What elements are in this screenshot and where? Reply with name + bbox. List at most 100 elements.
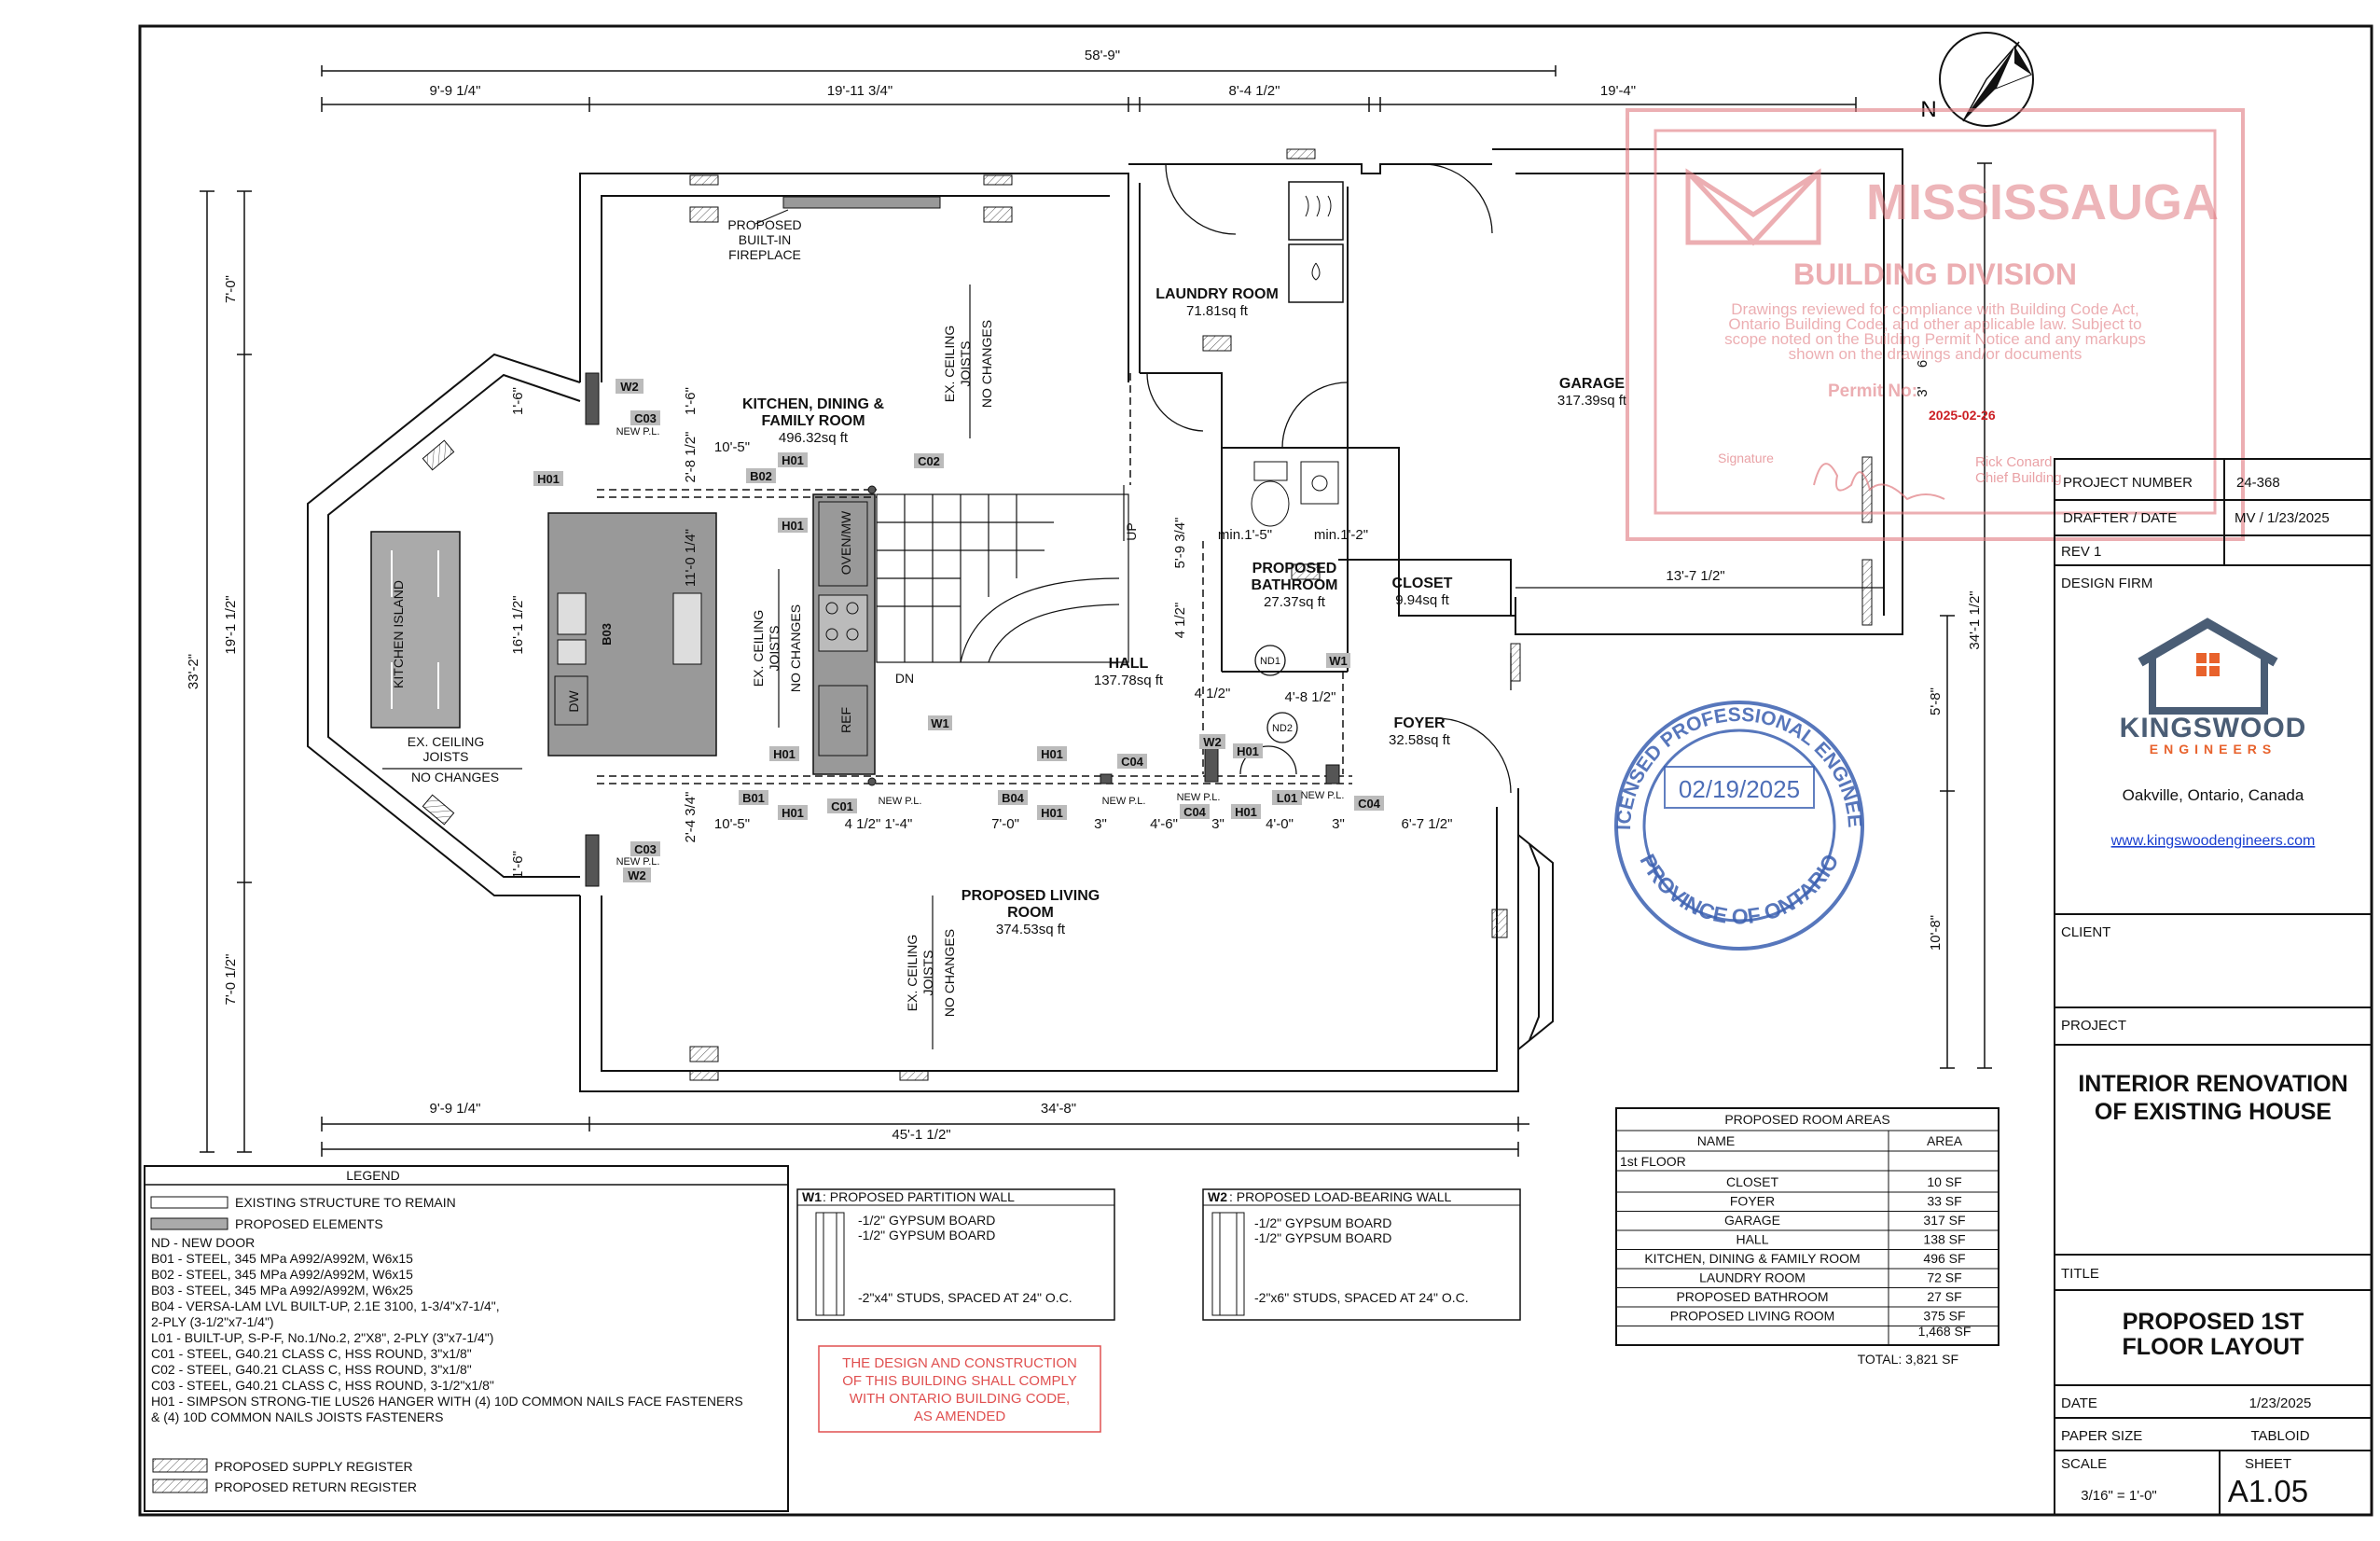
svg-text:W1: W1 [931, 716, 949, 730]
dim-bay-top: 1'-6" [510, 387, 526, 415]
legend-supply: PROPOSED SUPPLY REGISTER [214, 1459, 413, 1474]
seal-top-text: LICENSED PROFESSIONAL ENGINEER [0, 0, 1865, 830]
code-note-1: THE DESIGN AND CONSTRUCTION [842, 1355, 1077, 1371]
room-living-area: 374.53sq ft [996, 922, 1066, 937]
table-row-name: PROPOSED BATHROOM [1676, 1289, 1828, 1304]
stamp-date: 2025-02-26 [1929, 408, 1996, 423]
svg-text:C03: C03 [634, 842, 657, 856]
dim-span-4-1-4: 4 1/2" 1'-4" [845, 816, 913, 832]
seal-bottom-text: PROVINCE OF ONTARIO [1635, 850, 1843, 928]
table-row-area: 27 SF [1927, 1289, 1961, 1304]
dim-right-1: 5'-8" [1928, 687, 1944, 715]
table-row-name: LAUNDRY ROOM [1699, 1270, 1806, 1285]
svg-text:H01: H01 [1235, 805, 1257, 819]
legend-item: H01 - SIMPSON STRONG-TIE LUS26 HANGER WI… [151, 1394, 743, 1409]
svg-text:NEW P.L.: NEW P.L. [879, 796, 922, 807]
svg-text:W2: W2 [628, 868, 646, 882]
dim-13-7: 13'-7 1/2" [1666, 568, 1724, 584]
dim-overall-top: 58'-9" [1085, 48, 1120, 63]
areas-subtotal: 1,468 SF [1918, 1324, 1972, 1339]
oven-label: OVEN/MW [838, 510, 853, 575]
ceiling-kitchen-2: JOISTS [958, 340, 973, 386]
firm-url[interactable]: www.kingswoodengineers.com [2110, 833, 2316, 849]
legend-item: B02 - STEEL, 345 MPa A992/A992M, W6x15 [151, 1267, 413, 1282]
legend-title: LEGEND [346, 1168, 400, 1183]
areas-col-name: NAME [1697, 1133, 1735, 1148]
table-row-area: 496 SF [1923, 1251, 1965, 1266]
w2-title: : PROPOSED LOAD-BEARING WALL [1229, 1189, 1452, 1204]
room-garage-area: 317.39sq ft [1557, 393, 1627, 409]
fireplace-line3: FIREPLACE [728, 247, 801, 262]
dim-5-9: 5'-9 3/4" [1172, 518, 1188, 569]
stamp-signature-label: Signature [1718, 451, 1774, 465]
svg-text:NEW P.L.: NEW P.L. [616, 856, 660, 868]
code-note-4: AS AMENDED [914, 1409, 1006, 1424]
room-bath-area: 27.37sq ft [1264, 594, 1326, 610]
svg-text:C01: C01 [831, 799, 853, 813]
dim-left-3: 7'-0 1/2" [223, 954, 239, 1006]
tb-project-title-2: OF EXISTING HOUSE [2095, 1099, 2332, 1125]
dim-bottom-overall: 45'-1 1/2" [892, 1127, 950, 1143]
tb-scale-label: SCALE [2061, 1456, 2107, 1472]
tb-project-number-label: PROJECT NUMBER [2063, 475, 2193, 491]
legend-item: B04 - VERSA-LAM LVL BUILT-UP, 2.1E 3100,… [151, 1298, 500, 1313]
dim-right-overall: 34'-1 1/2" [1967, 590, 1983, 649]
dim-right-6: 6 [1915, 360, 1930, 368]
bottom-dimensions [321, 1117, 1529, 1157]
tb-design-firm-label: DESIGN FIRM [2061, 576, 2152, 591]
ref-label: REF [838, 707, 853, 733]
kitchen-island-label: KITCHEN ISLAND [391, 580, 406, 688]
table-row-name: GARAGE [1724, 1213, 1780, 1228]
ceiling-bay-3: NO CHANGES [411, 770, 499, 784]
svg-text:C04: C04 [1358, 797, 1381, 811]
firm-name: KINGSWOOD [2120, 713, 2307, 743]
doors [1146, 163, 1512, 794]
dim-min-1-2: min.1'-2" [1314, 527, 1368, 543]
dim-span-7-0: 7'-0" [991, 816, 1019, 832]
dim-beam-10-5-bottom: 10'-5" [714, 816, 750, 832]
city-stamp [1626, 108, 2245, 541]
dim-beam-2-4: 2'-4 3/4" [683, 792, 699, 843]
svg-text:C03: C03 [634, 411, 657, 425]
tb-sheet-title-1: PROPOSED 1ST [2123, 1309, 2304, 1335]
fireplace [782, 196, 941, 209]
dim-span-6-7: 6'-7 1/2" [1402, 816, 1453, 832]
room-garage-name: GARAGE [1559, 376, 1626, 392]
tb-date-label: DATE [2061, 1395, 2097, 1411]
tb-scale: 3/16" = 1'-0" [2081, 1488, 2156, 1504]
code-note-2: OF THIS BUILDING SHALL COMPLY [842, 1373, 1076, 1389]
stamp-text-1: Drawings reviewed for compliance with Bu… [1731, 300, 2138, 318]
exterior-walls [307, 148, 1903, 1092]
engineer-seal [1614, 701, 1864, 951]
ceiling-stair-3: NO CHANGES [788, 604, 803, 692]
room-laundry-name: LAUNDRY ROOM [1155, 286, 1279, 302]
up-label: UP [1124, 522, 1139, 540]
table-row-name: PROPOSED LIVING ROOM [1670, 1309, 1835, 1324]
beams [597, 373, 1352, 784]
stairs [876, 485, 1129, 663]
title-block [2054, 458, 2373, 1516]
ceiling-bay-2: JOISTS [422, 749, 468, 764]
right-dimensions [1940, 162, 1992, 1069]
svg-text:C02: C02 [918, 454, 940, 468]
legend-item: C01 - STEEL, G40.21 CLASS C, HSS ROUND, … [151, 1346, 472, 1361]
tb-project-title-1: INTERIOR RENOVATION [2078, 1071, 2347, 1097]
w2-tag: W2 [1208, 1189, 1227, 1204]
dn-label: DN [895, 671, 914, 686]
stamp-text-2: Ontario Building Code, and other applica… [1728, 315, 2141, 333]
table-row-area: 317 SF [1923, 1213, 1965, 1228]
ceiling-living-1: EX. CEILING [905, 935, 920, 1011]
top-dimensions [321, 65, 1857, 112]
dim-top-4: 19'-4" [1600, 83, 1636, 99]
svg-text:W2: W2 [1203, 735, 1222, 749]
stamp-text-4: shown on the drawings and/or documents [1789, 345, 2082, 363]
ceiling-stair-2: JOISTS [767, 625, 782, 671]
tb-paper-label: PAPER SIZE [2061, 1428, 2142, 1444]
room-living-name: PROPOSED LIVING [962, 888, 1100, 904]
dim-top-1: 9'-9 1/4" [430, 83, 481, 99]
stamp-official-1: Rick Conard [1975, 454, 2053, 470]
tb-paper: TABLOID [2250, 1428, 2309, 1444]
stamp-permit-label: Permit No: [1828, 382, 1917, 401]
